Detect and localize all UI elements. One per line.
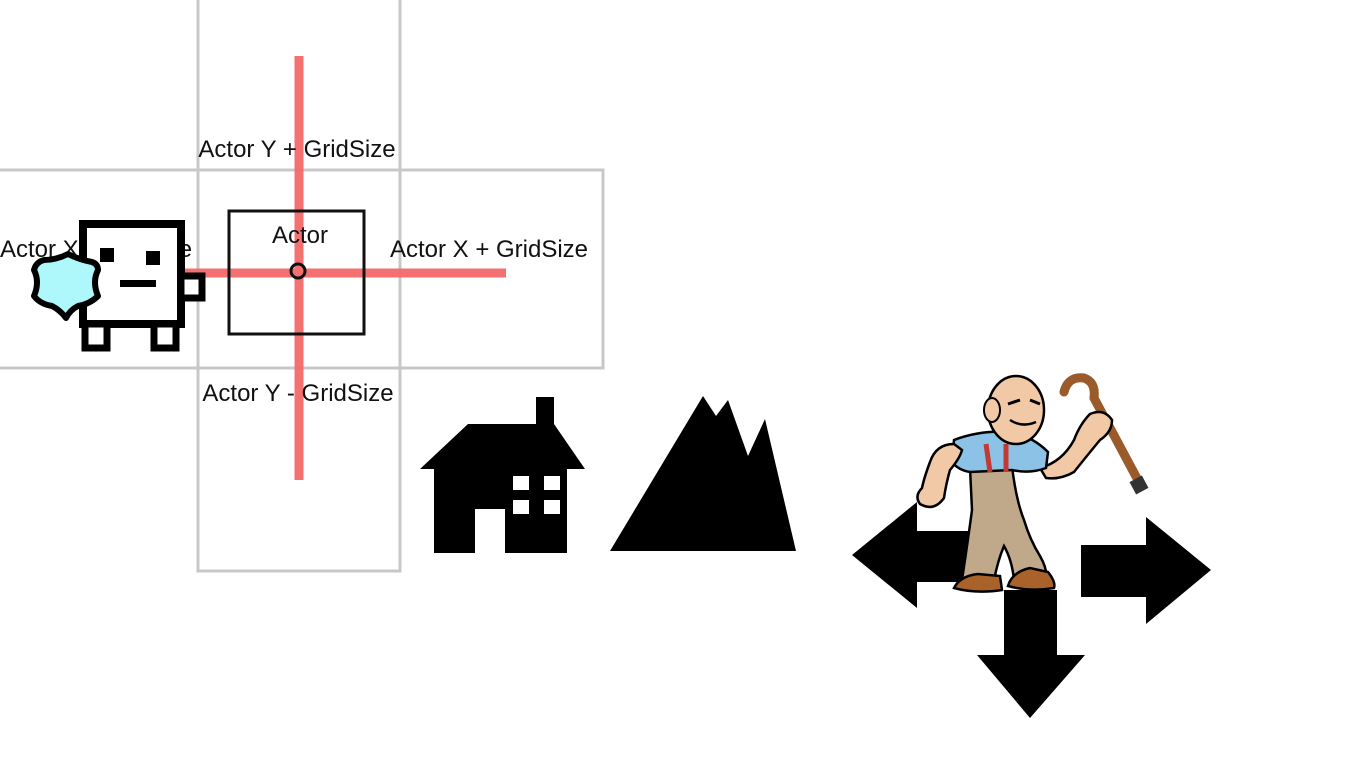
robot-cube-icon bbox=[79, 220, 206, 352]
actor-origin-marker bbox=[289, 262, 307, 280]
axes bbox=[160, 56, 506, 480]
label-actor: Actor bbox=[272, 222, 328, 249]
actor-box bbox=[227, 209, 366, 336]
old-man-with-cane-icon bbox=[916, 373, 1149, 593]
label-y-minus: Actor Y - GridSize bbox=[202, 380, 393, 407]
mountain-icon bbox=[610, 396, 796, 551]
arrow-right-icon[interactable] bbox=[1081, 517, 1211, 624]
label-x-plus: Actor X + GridSize bbox=[390, 236, 588, 263]
shield-icon bbox=[31, 251, 101, 321]
arrow-left-icon[interactable] bbox=[852, 502, 985, 608]
arrow-down-icon[interactable] bbox=[977, 590, 1085, 718]
label-y-plus: Actor Y + GridSize bbox=[198, 136, 395, 163]
house-icon bbox=[420, 397, 585, 553]
